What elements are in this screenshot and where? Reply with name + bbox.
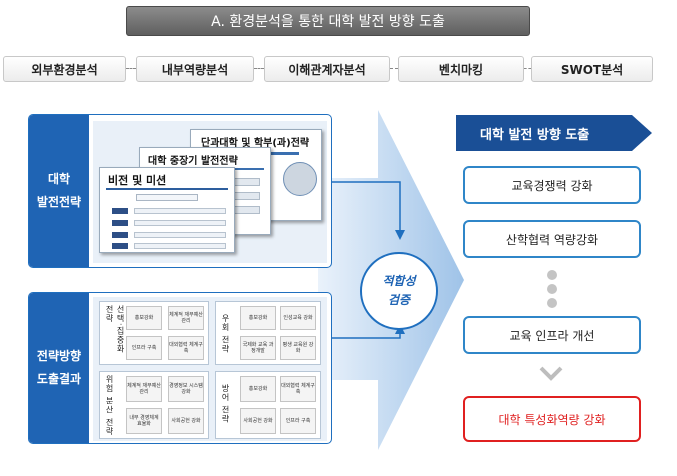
strategy-cell: 내부 경영체계 효율화 — [126, 408, 162, 434]
strategy-cell: 사회공헌 강화 — [240, 408, 276, 434]
doc-tag — [112, 232, 128, 238]
doc-block — [134, 243, 226, 249]
step-connector — [126, 68, 136, 69]
strategy-cell: 인프라 구축 — [126, 336, 162, 360]
ellipsis-dot — [547, 270, 557, 280]
quadrant-label: 우회 전략 — [221, 314, 230, 354]
quadrant-risk-spread-strategy: 위험 분산 전략 체계적 재무예산 관리 경영정보 시스템 강화 내부 경영체계… — [99, 371, 209, 439]
step-stakeholder-analysis: 이해관계자분석 — [264, 56, 390, 82]
fit-verification-circle: 적합성 검증 — [360, 252, 438, 330]
strategy-cell: 홍보강화 — [240, 306, 276, 330]
strategy-cell: 경영정보 시스템 강화 — [168, 376, 204, 402]
quadrant-bypass-strategy: 우회 전략 홍보강화 인성교육 강화 국제화 교육 과정개발 평생 교육원 강화 — [215, 301, 321, 365]
doc-block — [134, 208, 226, 214]
direction-specialization-final: 대학 특성화역량 강화 — [463, 396, 641, 442]
step-external-analysis: 외부환경분석 — [3, 56, 126, 82]
page-title: A. 환경분석을 통한 대학 발전 방향 도출 — [126, 6, 530, 36]
doc-title: 비전 및 미션 — [108, 174, 167, 187]
strategy-cell: 체계적 재무예산 관리 — [168, 306, 204, 330]
strategy-cell: 체계적 재무예산 관리 — [126, 376, 162, 402]
chevron-down-icon — [539, 366, 563, 381]
doc-title: 단과대학 및 학부(과)전략 — [201, 138, 310, 149]
strategy-cell: 인프라 구축 — [280, 408, 316, 434]
heading-arrow-shape — [456, 115, 652, 151]
quadrant-defense-strategy: 방어 전략 홍보강화 대외협력 체계구축 사회공헌 강화 인프라 구축 — [215, 371, 321, 439]
step-internal-analysis: 내부역량분석 — [136, 56, 254, 82]
step-connector — [254, 68, 264, 69]
doc-block — [134, 220, 226, 226]
step-connector — [524, 68, 531, 69]
quadrant-label: 위험 분산 전략 — [105, 375, 114, 437]
strategy-cell: 사회공헌 강화 — [168, 408, 204, 434]
label-line: 발전전략 — [36, 195, 82, 209]
strategy-cell: 홍보강화 — [126, 306, 162, 330]
strategy-cell: 인성교육 강화 — [280, 306, 316, 330]
ellipsis-dot — [547, 284, 557, 294]
strategy-cell: 대외협력 체계구축 — [280, 376, 316, 402]
quadrant-focus-strategy: 선택·집중화 전략 홍보강화 체계적 재무예산 관리 인프라 구축 대외협력 체… — [99, 301, 209, 365]
strategy-cell: 국제화 교육 과정개발 — [240, 336, 276, 360]
quadrant-label: 방어 전략 — [221, 384, 230, 424]
doc-title: 대학 중장기 발전전략 — [148, 156, 238, 167]
quadrant-label: 선택·집중화 전략 — [105, 305, 125, 354]
document-vision-mission: 비전 및 미션 — [99, 167, 235, 253]
doc-tag — [112, 243, 128, 249]
strategy-cell: 홍보강화 — [240, 376, 276, 402]
direction-education-competitiveness: 교육경쟁력 강화 — [463, 166, 641, 204]
doc-tag — [112, 208, 128, 214]
development-direction-heading: 대학 발전 방향 도출 — [480, 127, 590, 143]
circle-line: 검증 — [387, 293, 411, 307]
label-line: 도출결과 — [36, 372, 82, 386]
step-connector — [390, 68, 398, 69]
circle-line: 적합성 — [382, 273, 416, 288]
doc-rule — [106, 188, 228, 190]
label-line: 대학 — [47, 172, 71, 187]
direction-industry-cooperation: 산학협력 역량강화 — [463, 220, 641, 258]
doc-block — [136, 194, 198, 201]
label-line: 전략방향 — [36, 349, 82, 364]
step-swot-analysis: SWOT분석 — [531, 56, 653, 82]
doc-block — [134, 232, 226, 238]
strategy-cell: 평생 교육원 강화 — [280, 336, 316, 360]
ellipsis-dot — [547, 298, 557, 308]
doc-diagram — [283, 162, 317, 196]
strategy-cell: 대외협력 체계구축 — [168, 336, 204, 360]
direction-infrastructure: 교육 인프라 개선 — [463, 316, 641, 354]
doc-tag — [112, 220, 128, 226]
step-benchmarking: 벤치마킹 — [398, 56, 524, 82]
